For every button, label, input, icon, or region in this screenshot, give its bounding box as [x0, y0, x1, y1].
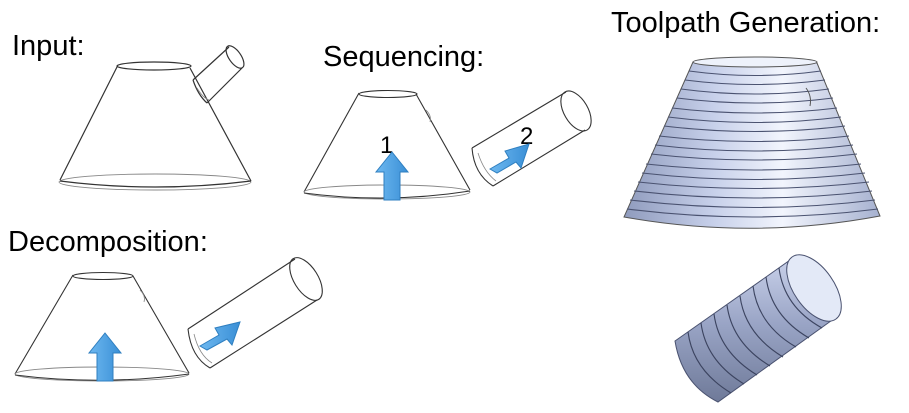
decomposition-arrow-2: [198, 321, 241, 351]
decomposition-cylinder: [187, 257, 323, 369]
sequence-step-2-label: 2: [520, 123, 534, 150]
input-cone-body: [59, 64, 252, 182]
toolpath-generation-label: Toolpath Generation:: [611, 7, 881, 39]
sequencing-cylinder: [471, 90, 592, 187]
input-label: Input:: [12, 30, 85, 62]
decomposition-label: Decomposition:: [8, 226, 208, 258]
toolpath-cone: [623, 56, 881, 229]
input-cylinder: [192, 45, 245, 104]
toolpath-cylinder: [674, 254, 842, 403]
sequence-step-1-label: 1: [380, 132, 394, 159]
toolpath-cone-layers: [626, 70, 879, 218]
sequencing-arrow-2: [488, 143, 530, 174]
sequencing-arrow-1: [374, 151, 410, 201]
input-cone-base: [58, 173, 252, 191]
input-part: [58, 45, 252, 191]
input-cone-top: [116, 61, 192, 71]
sequencing-label: Sequencing:: [323, 41, 485, 73]
decomposition-arrow-1: [87, 332, 123, 382]
toolpath-cylinder-layers: [687, 267, 823, 394]
